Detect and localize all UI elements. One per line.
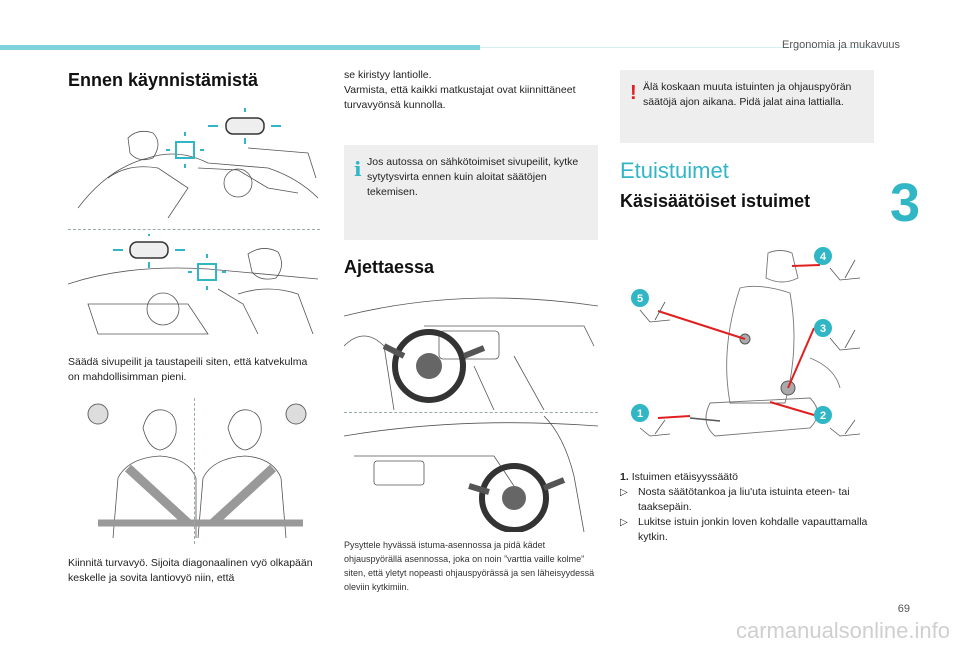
- header-accent-bar: [0, 45, 480, 50]
- callout-3: [814, 319, 832, 337]
- divider: [68, 229, 320, 230]
- warning-box: ! Älä koskaan muuta istuinten ja ohjausp…: [620, 70, 874, 143]
- mirror-adjust-illustration-1: [68, 108, 320, 226]
- section-heading-front-seats: Etuistuimet: [620, 158, 729, 183]
- svg-text:2: 2: [820, 410, 826, 422]
- svg-text:3: 3: [820, 323, 826, 335]
- watermark: carmanualsonline.info: [735, 618, 950, 643]
- mirror-instructions: Säädä sivupeilit ja taustapeili siten, e…: [68, 356, 308, 383]
- list-item: ▷ Lukitse istuin jonkin loven kohdalle v…: [620, 515, 874, 545]
- item-number: 1.: [620, 471, 629, 483]
- page-title: Ennen käynnistämistä: [68, 70, 259, 90]
- info-text: Jos autossa on sähkötoimiset sivupeilit,…: [367, 156, 579, 198]
- info-icon: i: [354, 157, 362, 181]
- callout-1: [631, 404, 649, 422]
- divider: [194, 398, 195, 544]
- bullet-text: Nosta säätötankoa ja liu'uta istuinta et…: [638, 486, 850, 513]
- warning-icon: !: [630, 82, 637, 104]
- bullet-icon: ▷: [620, 517, 628, 528]
- list-item: 1. Istuimen etäisyyssäätö: [620, 470, 874, 485]
- seatbelt-instructions-continued: se kiristyy lantiolle. Varmista, että ka…: [344, 69, 576, 111]
- item-title: Istuimen etäisyyssäätö: [631, 471, 738, 483]
- steering-illustration-2: [344, 416, 598, 532]
- chapter-number: 3: [890, 173, 921, 233]
- section-heading-driving: Ajettaessa: [344, 257, 435, 277]
- steering-illustration-1: [344, 286, 598, 410]
- page-number: 69: [897, 603, 910, 615]
- divider: [344, 412, 598, 413]
- bullet-text: Lukitse istuin jonkin loven kohdalle vap…: [638, 516, 868, 543]
- driving-caption: Pysyttele hyvässä istuma-asennossa ja pi…: [344, 540, 595, 592]
- seatbelt-instructions: Kiinnitä turvavyö. Sijoita diagonaalinen…: [68, 557, 313, 584]
- warning-text: Älä koskaan muuta istuinten ja ohjauspyö…: [643, 81, 852, 108]
- section-title: Ergonomia ja mukavuus: [781, 39, 900, 51]
- svg-text:5: 5: [637, 293, 643, 305]
- bullet-icon: ▷: [620, 487, 628, 498]
- header-rule: [480, 47, 880, 48]
- mirror-adjust-illustration-2: [68, 234, 320, 346]
- callout-4: [814, 247, 832, 265]
- list-item: ▷ Nosta säätötankoa ja liu'uta istuinta …: [620, 485, 874, 515]
- svg-text:1: 1: [637, 408, 643, 420]
- seat-adjustment-diagram: 1 2 3 4 5: [620, 238, 874, 460]
- seat-instructions-list: 1. Istuimen etäisyyssäätö ▷ Nosta säätöt…: [620, 470, 874, 545]
- callout-5: [631, 289, 649, 307]
- subheading-manual-seats: Käsisäätöiset istuimet: [620, 191, 811, 211]
- info-box: i Jos autossa on sähkötoimiset sivupeili…: [344, 145, 598, 240]
- callout-2: [814, 406, 832, 424]
- svg-text:4: 4: [820, 251, 827, 263]
